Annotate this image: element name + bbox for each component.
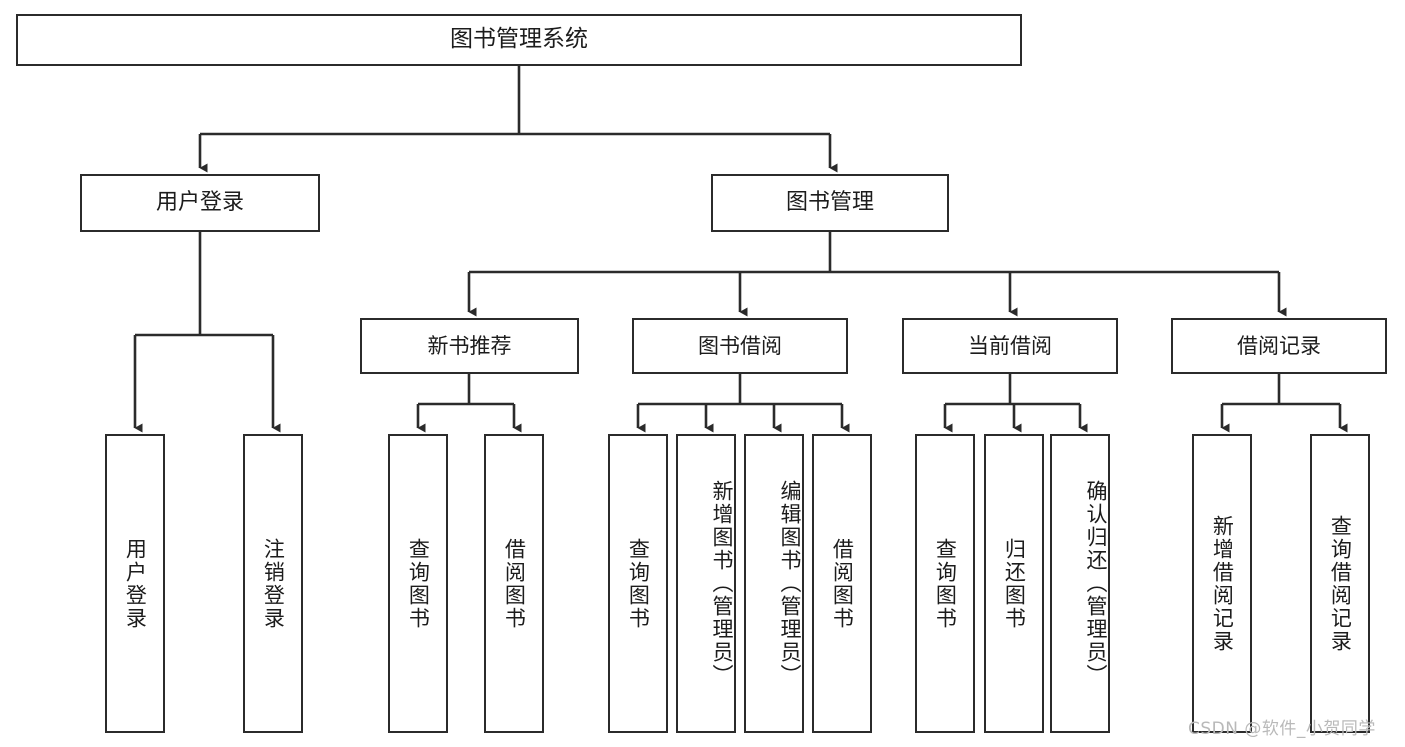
node-book-borrow-label: 图书借阅 bbox=[698, 333, 782, 358]
leaf-return-book-label: 归还图书 bbox=[1002, 537, 1027, 630]
leaf-edit-book-admin[interactable]: 编辑图书（管理员） bbox=[744, 434, 804, 733]
leaf-query-book-current-label: 查询图书 bbox=[933, 537, 958, 630]
node-book-management[interactable]: 图书管理 bbox=[711, 174, 949, 232]
leaf-query-book-recommend[interactable]: 查询图书 bbox=[388, 434, 448, 733]
leaf-add-borrow-record-label: 新增借阅记录 bbox=[1210, 514, 1235, 653]
node-user-login[interactable]: 用户登录 bbox=[80, 174, 320, 232]
node-root[interactable]: 图书管理系统 bbox=[16, 14, 1022, 66]
node-borrow-record[interactable]: 借阅记录 bbox=[1171, 318, 1387, 374]
leaf-logout-label: 注销登录 bbox=[261, 537, 286, 630]
leaf-query-book-current[interactable]: 查询图书 bbox=[915, 434, 975, 733]
node-borrow-record-label: 借阅记录 bbox=[1237, 333, 1321, 358]
node-book-management-label: 图书管理 bbox=[785, 190, 874, 216]
leaf-query-borrow-record-label: 查询借阅记录 bbox=[1328, 514, 1353, 653]
node-user-login-label: 用户登录 bbox=[155, 190, 244, 216]
leaf-confirm-return-admin-label: 确认归还（管理员） bbox=[1084, 480, 1108, 687]
leaf-edit-book-admin-label: 编辑图书（管理员） bbox=[778, 480, 802, 687]
node-root-label: 图书管理系统 bbox=[450, 26, 588, 53]
leaf-lend-book-label: 借阅图书 bbox=[830, 537, 855, 630]
leaf-query-book-borrow[interactable]: 查询图书 bbox=[608, 434, 668, 733]
leaf-borrow-book-recommend[interactable]: 借阅图书 bbox=[484, 434, 544, 733]
leaf-borrow-book-recommend-label: 借阅图书 bbox=[502, 537, 527, 630]
leaf-user-login[interactable]: 用户登录 bbox=[105, 434, 165, 733]
csdn-watermark: CSDN @软件_小贺同学 bbox=[1188, 719, 1376, 739]
leaf-query-book-borrow-label: 查询图书 bbox=[626, 537, 651, 630]
leaf-lend-book[interactable]: 借阅图书 bbox=[812, 434, 872, 733]
leaf-user-login-label: 用户登录 bbox=[123, 537, 148, 630]
node-book-borrow[interactable]: 图书借阅 bbox=[632, 318, 848, 374]
leaf-confirm-return-admin[interactable]: 确认归还（管理员） bbox=[1050, 434, 1110, 733]
node-new-book-recommend-label: 新书推荐 bbox=[427, 333, 512, 358]
leaf-return-book[interactable]: 归还图书 bbox=[984, 434, 1044, 733]
leaf-query-book-recommend-label: 查询图书 bbox=[406, 537, 431, 630]
node-new-book-recommend[interactable]: 新书推荐 bbox=[360, 318, 579, 374]
leaf-query-borrow-record[interactable]: 查询借阅记录 bbox=[1310, 434, 1370, 733]
leaf-add-book-admin[interactable]: 新增图书（管理员） bbox=[676, 434, 736, 733]
leaf-add-book-admin-label: 新增图书（管理员） bbox=[710, 480, 734, 687]
node-current-borrow[interactable]: 当前借阅 bbox=[902, 318, 1118, 374]
leaf-add-borrow-record[interactable]: 新增借阅记录 bbox=[1192, 434, 1252, 733]
node-current-borrow-label: 当前借阅 bbox=[968, 333, 1052, 358]
leaf-logout[interactable]: 注销登录 bbox=[243, 434, 303, 733]
